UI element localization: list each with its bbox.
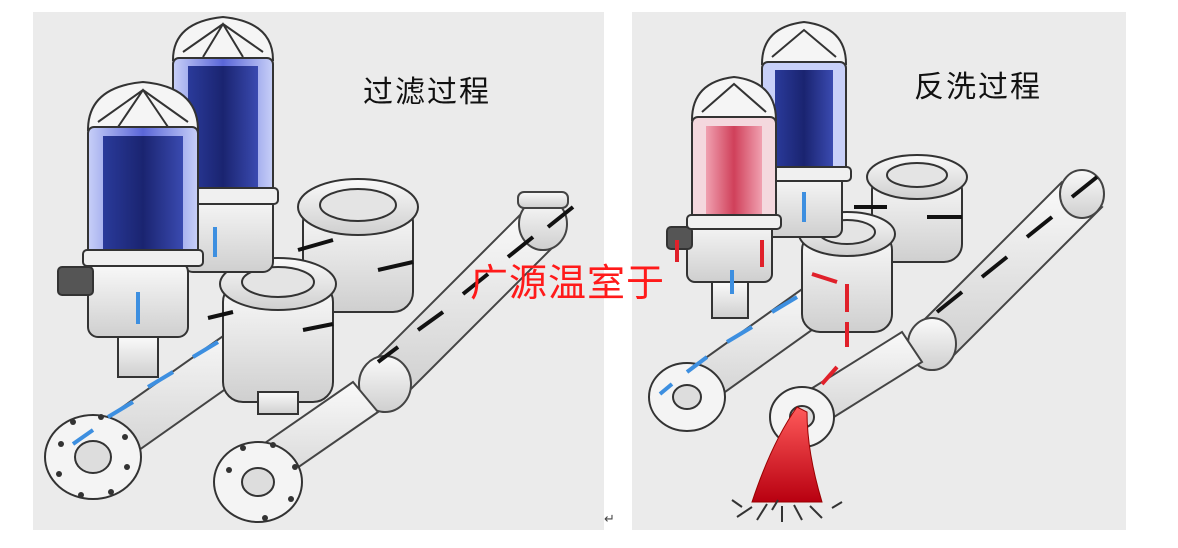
disc-filter-icon — [82, 80, 204, 267]
watermark-text: 广源温室于 — [470, 261, 666, 305]
backwash-valve — [798, 154, 968, 333]
inlet-pipe — [907, 169, 1105, 371]
disc-filter-icon — [756, 20, 852, 182]
flow-arrow-icon — [207, 205, 575, 364]
filtration-diagram — [44, 15, 575, 523]
inlet-pipe — [358, 191, 569, 413]
filtration-title: 过滤过程 — [363, 75, 491, 110]
disc-filter-icon — [686, 75, 782, 230]
filtration-panel: 过滤过程 — [33, 12, 604, 530]
flow-arrow-icon — [854, 175, 1099, 314]
discharge-spray — [731, 406, 843, 522]
backwash-panel: 反洗过程 — [632, 12, 1126, 530]
flow-arrow-icon — [658, 192, 806, 396]
pipe-flange-icon — [44, 414, 303, 523]
flow-arrow-icon — [675, 240, 849, 386]
backwash-title: 反洗过程 — [914, 70, 1042, 105]
backwash-diagram — [648, 20, 1105, 522]
flow-arrow-icon — [71, 227, 220, 446]
backwash-valve — [219, 178, 419, 415]
return-mark: ↵ — [604, 512, 615, 527]
